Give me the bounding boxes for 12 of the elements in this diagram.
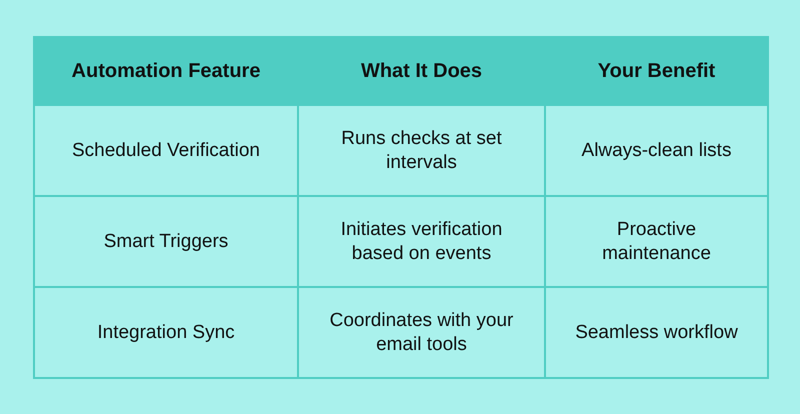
table-cell: Integration Sync [34, 287, 298, 378]
table-cell: Initiates verification based on events [298, 196, 545, 287]
table-cell: Seamless workflow [545, 287, 768, 378]
table-cell: Proactive maintenance [545, 196, 768, 287]
column-header: Automation Feature [34, 37, 298, 105]
table-cell: Always-clean lists [545, 105, 768, 196]
table-cell: Coordinates with your email tools [298, 287, 545, 378]
column-header: Your Benefit [545, 37, 768, 105]
table-cell: Runs checks at set intervals [298, 105, 545, 196]
table-cell: Smart Triggers [34, 196, 298, 287]
table-cell: Scheduled Verification [34, 105, 298, 196]
column-header: What It Does [298, 37, 545, 105]
